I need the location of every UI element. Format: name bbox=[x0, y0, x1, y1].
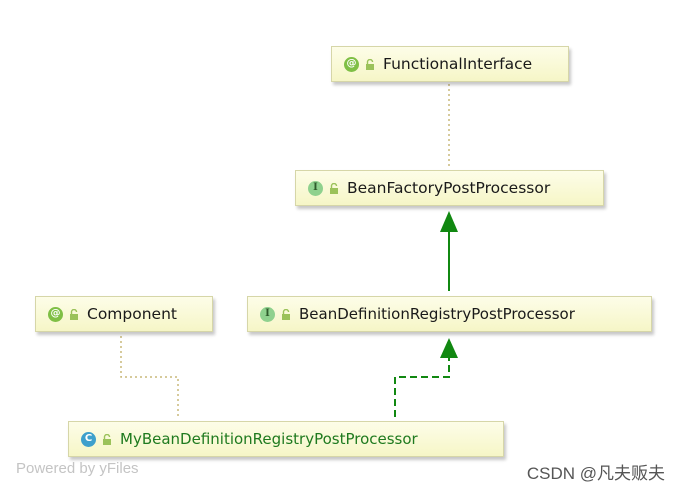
interface-icon: I bbox=[260, 306, 275, 322]
implements-arrowhead bbox=[440, 338, 458, 358]
node-component[interactable]: @ Component bbox=[35, 296, 213, 332]
node-functional-interface[interactable]: @ FunctionalInterface bbox=[331, 46, 569, 82]
node-label: Component bbox=[87, 305, 177, 323]
powered-by-text: Powered by yFiles bbox=[16, 460, 139, 477]
node-label: MyBeanDefinitionRegistryPostProcessor bbox=[120, 430, 418, 448]
node-bean-definition-registry-post-processor[interactable]: I BeanDefinitionRegistryPostProcessor bbox=[247, 296, 652, 332]
unlocked-icon bbox=[103, 433, 111, 445]
unlocked-icon bbox=[366, 58, 374, 70]
implements-edge bbox=[394, 358, 450, 417]
node-label: BeanDefinitionRegistryPostProcessor bbox=[299, 305, 575, 323]
extends-arrowhead bbox=[440, 211, 458, 232]
node-my-bean-definition-registry-post-processor[interactable]: C MyBeanDefinitionRegistryPostProcessor bbox=[68, 421, 504, 457]
unlocked-icon bbox=[282, 308, 290, 320]
node-bean-factory-post-processor[interactable]: I BeanFactoryPostProcessor bbox=[295, 170, 604, 206]
class-icon: C bbox=[81, 431, 96, 447]
interface-icon: I bbox=[308, 180, 323, 196]
unlocked-icon bbox=[330, 182, 338, 194]
node-label: FunctionalInterface bbox=[383, 55, 533, 73]
node-label: BeanFactoryPostProcessor bbox=[347, 179, 551, 197]
annotation-icon: @ bbox=[344, 56, 359, 72]
annotation-edge-component bbox=[120, 336, 179, 417]
annotation-icon: @ bbox=[48, 306, 63, 322]
watermark-text: CSDN @凡夫贩夫 bbox=[526, 464, 665, 483]
unlocked-icon bbox=[70, 308, 78, 320]
